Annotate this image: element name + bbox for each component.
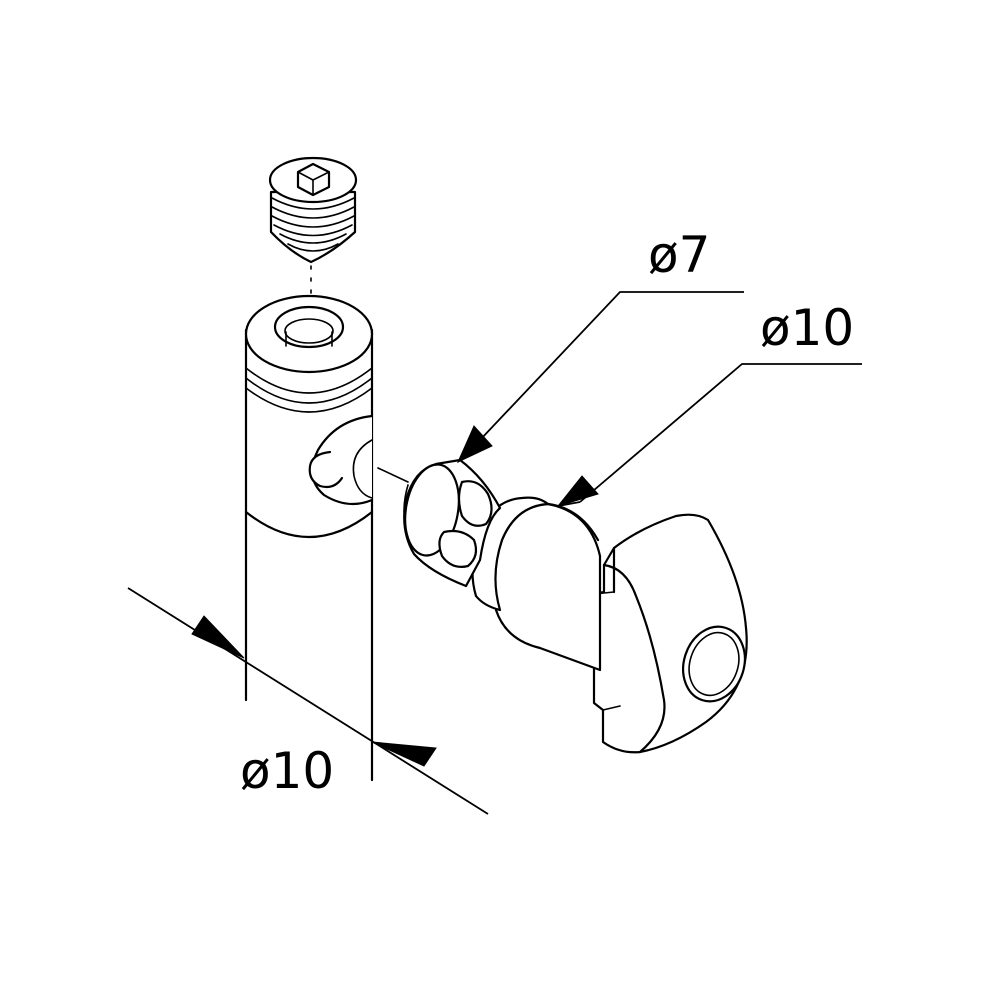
dimension-label-d7: ø7 <box>648 226 710 284</box>
dimension-label-body-d10: ø10 <box>240 742 334 800</box>
arrow-icon <box>191 615 245 659</box>
dimension-body-d10 <box>127 587 489 815</box>
cylinder-body <box>244 294 374 782</box>
arrow-icon <box>556 475 599 507</box>
dimension-label-pin-d10: ø10 <box>760 299 854 357</box>
pin-centerline <box>377 467 409 483</box>
arrow-icon <box>371 741 437 767</box>
dimension-d7 <box>456 291 744 464</box>
pin-collar <box>492 502 602 672</box>
head-spring-ball <box>682 625 746 703</box>
threaded-bore <box>273 305 345 349</box>
t-nut-pin <box>403 458 748 754</box>
set-screw <box>268 156 358 264</box>
screw-threads <box>271 197 355 252</box>
dimension-pin-d10 <box>556 363 862 507</box>
